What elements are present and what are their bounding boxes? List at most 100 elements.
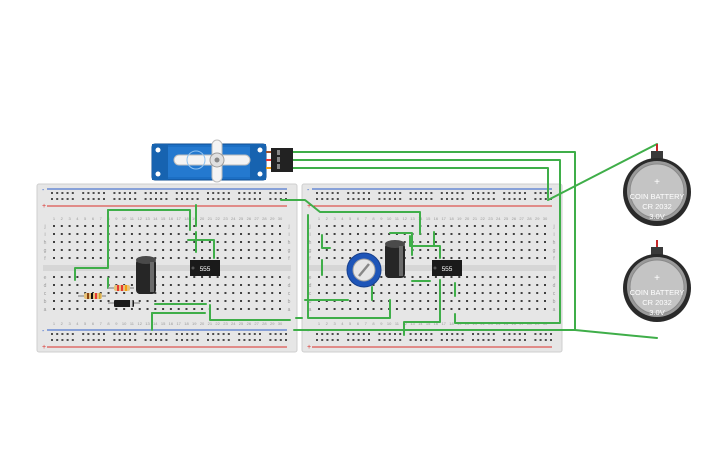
battery-top-line1: COIN BATTERY (630, 192, 685, 201)
wire-15[interactable] (321, 234, 331, 249)
row-letter: f (288, 256, 290, 262)
rail-plus-label: + (42, 344, 46, 351)
rail-plus-label: + (42, 203, 46, 210)
row-letter: f (44, 256, 46, 262)
column-number: 27 (519, 216, 524, 221)
electrolytic-capacitor-right[interactable] (385, 240, 405, 278)
resistor[interactable] (78, 293, 106, 299)
column-number: 21 (473, 216, 478, 221)
column-number: 14 (153, 321, 158, 326)
column-number: 6 (92, 216, 95, 221)
wire-5[interactable] (107, 209, 191, 231)
column-number: 1 (53, 321, 56, 326)
row-letter: b (309, 299, 312, 305)
column-number: 10 (122, 321, 127, 326)
column-number: 1 (53, 216, 56, 221)
rail-minus-label: - (42, 187, 45, 194)
column-number: 23 (223, 321, 228, 326)
row-letter: c (553, 291, 556, 297)
wire-9[interactable] (187, 239, 215, 259)
column-number: 26 (247, 321, 252, 326)
column-number: 1 (318, 216, 321, 221)
column-number: 29 (270, 216, 275, 221)
coin-battery-bottom[interactable]: + COIN BATTERY CR 2032 3.0V (623, 240, 691, 322)
breadboard-left[interactable]: +-+-112233445566778899101011111212131314… (36, 183, 298, 353)
column-number: 19 (192, 216, 197, 221)
wire-20[interactable] (389, 232, 413, 256)
column-number: 24 (231, 321, 236, 326)
column-number: 16 (434, 216, 439, 221)
wire-24[interactable] (403, 279, 441, 336)
servo-connector[interactable] (271, 148, 293, 172)
wire-27[interactable] (574, 329, 658, 339)
potentiometer[interactable] (346, 252, 382, 288)
column-number: 12 (137, 321, 142, 326)
wire-21[interactable] (409, 235, 441, 259)
column-number: 20 (200, 321, 205, 326)
wire-14[interactable] (209, 304, 291, 321)
ic-555-left-label: 555 (200, 266, 211, 273)
column-number: 12 (402, 216, 407, 221)
column-number: 15 (161, 216, 166, 221)
servo-motor[interactable] (151, 139, 293, 183)
row-letter: h (288, 240, 291, 246)
wire-3[interactable] (292, 167, 549, 199)
row-letter: d (309, 283, 312, 289)
column-number: 7 (365, 321, 368, 326)
column-number: 1 (318, 321, 321, 326)
column-number: 18 (184, 216, 189, 221)
wire-1[interactable] (292, 151, 576, 331)
battery-top-line3: 3.0V (649, 212, 664, 221)
wire-6[interactable] (74, 209, 109, 281)
column-number: 23 (488, 216, 493, 221)
column-number: 30 (543, 216, 548, 221)
column-number: 11 (395, 216, 400, 221)
ic-555-left[interactable]: 555 (190, 260, 220, 276)
column-number: 22 (215, 321, 220, 326)
column-number: 15 (426, 216, 431, 221)
row-letter: b (44, 299, 47, 305)
wire-4[interactable] (280, 199, 421, 235)
diode[interactable] (108, 300, 140, 307)
wire-26[interactable] (547, 143, 658, 201)
row-letter: j (43, 224, 45, 230)
column-number: 13 (145, 321, 150, 326)
column-number: 21 (208, 216, 213, 221)
column-number: 10 (387, 216, 392, 221)
electrolytic-capacitor-left[interactable] (136, 256, 156, 294)
row-letter: d (288, 283, 291, 289)
column-number: 3 (68, 321, 71, 326)
ic-555-right[interactable]: 555 (432, 260, 462, 276)
wire-2[interactable] (292, 159, 561, 324)
servo-horn[interactable] (173, 139, 251, 183)
row-letter: j (552, 224, 554, 230)
column-number: 21 (208, 321, 213, 326)
row-letter: a (44, 307, 47, 313)
row-letter: e (44, 275, 47, 281)
column-number: 30 (278, 216, 283, 221)
column-number: 19 (457, 216, 462, 221)
wires-layer (74, 143, 658, 339)
column-number: 7 (100, 216, 103, 221)
column-number: 18 (184, 321, 189, 326)
column-number: 17 (441, 216, 446, 221)
row-letter: c (44, 291, 47, 297)
coin-battery-top[interactable]: + COIN BATTERY CR 2032 3.0V (623, 144, 691, 226)
row-letter: c (309, 291, 312, 297)
row-letter: a (553, 307, 556, 313)
column-number: 17 (176, 321, 181, 326)
column-number: 8 (372, 321, 375, 326)
resistor-2[interactable] (108, 285, 134, 291)
wire-18[interactable] (307, 214, 391, 319)
column-number: 5 (84, 216, 87, 221)
column-number: 26 (512, 216, 517, 221)
column-number: 29 (535, 216, 540, 221)
column-number: 6 (92, 321, 95, 326)
column-number: 30 (278, 321, 283, 326)
row-letter: i (288, 232, 289, 238)
column-number: 19 (192, 321, 197, 326)
row-letter: a (288, 307, 291, 313)
column-number: 16 (434, 321, 439, 326)
column-number: 11 (130, 216, 135, 221)
column-number: 28 (262, 321, 267, 326)
